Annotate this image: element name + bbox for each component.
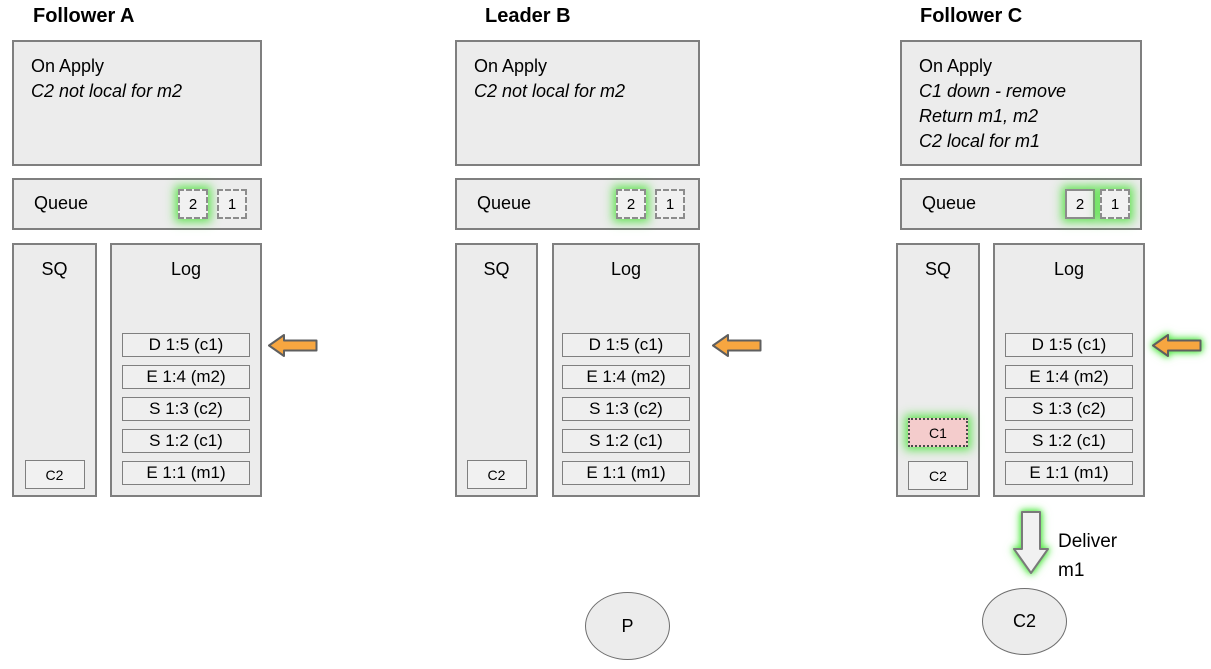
- consumer-node-c2: C2: [982, 588, 1067, 655]
- log-entry: E 1:1 (m1): [1005, 461, 1133, 485]
- sq-box: SQ C2: [455, 243, 538, 497]
- deliver-label-line1: Deliver: [1058, 531, 1118, 552]
- log-entry: S 1:3 (c2): [1005, 397, 1133, 421]
- sq-box: SQ C2: [12, 243, 97, 497]
- sq-label: SQ: [483, 259, 510, 279]
- log-box: Log D 1:5 (c1) E 1:4 (m2) S 1:3 (c2) S 1…: [552, 243, 700, 497]
- sq-item-c2: C2: [24, 460, 85, 489]
- queue-item-2: 2: [178, 189, 208, 219]
- queue-label: Queue: [34, 193, 89, 213]
- queue-item-1: 1: [655, 189, 685, 219]
- node-follower-a: Follower A On Apply C2 not local for m2 …: [12, 0, 262, 669]
- log-label: Log: [1053, 259, 1085, 279]
- apply-arrow-left-icon: [268, 334, 318, 357]
- queue-box: Queue 2 1: [900, 178, 1142, 230]
- process-node-label: P: [621, 615, 634, 636]
- queue-item-1: 1: [217, 189, 247, 219]
- consumer-node-label: C2: [1012, 611, 1036, 631]
- deliver-label: Deliver m1: [1058, 527, 1117, 585]
- queue-label: Queue: [477, 193, 532, 213]
- queue-item-2: 2: [1065, 189, 1095, 219]
- log-entry: E 1:1 (m1): [562, 461, 690, 485]
- apply-arrow-left-icon: [1152, 334, 1202, 357]
- log-entries: D 1:5 (c1) E 1:4 (m2) S 1:3 (c2) S 1:2 (…: [112, 333, 260, 485]
- on-apply-box: On Apply C2 not local for m2: [455, 40, 700, 166]
- sq-box: SQ C1 C2: [896, 243, 980, 497]
- log-entries: D 1:5 (c1) E 1:4 (m2) S 1:3 (c2) S 1:2 (…: [554, 333, 698, 485]
- log-entry: E 1:4 (m2): [1005, 365, 1133, 389]
- on-apply-label: On Apply: [31, 56, 105, 76]
- node-leader-b: Leader B On Apply C2 not local for m2 Qu…: [455, 0, 700, 669]
- on-apply-note: C1 down - remove: [919, 81, 1067, 101]
- on-apply-label: On Apply: [474, 56, 548, 76]
- sq-label: SQ: [924, 259, 951, 279]
- node-title: Follower C: [920, 5, 1023, 27]
- node-title: Leader B: [485, 5, 571, 27]
- log-entry: E 1:1 (m1): [122, 461, 250, 485]
- log-entry: S 1:3 (c2): [122, 397, 250, 421]
- log-entries: D 1:5 (c1) E 1:4 (m2) S 1:3 (c2) S 1:2 (…: [995, 333, 1143, 485]
- on-apply-note: C2 not local for m2: [31, 81, 183, 101]
- log-entry: D 1:5 (c1): [122, 333, 250, 357]
- log-entry: E 1:4 (m2): [562, 365, 690, 389]
- log-label: Log: [610, 259, 642, 279]
- queue-box: Queue 2 1: [455, 178, 700, 230]
- on-apply-note: C2 local for m1: [919, 131, 1041, 151]
- on-apply-label: On Apply: [919, 56, 993, 76]
- sq-label: SQ: [41, 259, 68, 279]
- on-apply-note: C2 not local for m2: [474, 81, 626, 101]
- sq-item-c1-removed: C1: [908, 418, 968, 447]
- sq-item-c2: C2: [908, 461, 968, 490]
- sq-item-c2: C2: [466, 460, 527, 489]
- log-label: Log: [170, 259, 202, 279]
- queue-label: Queue: [922, 193, 977, 213]
- node-title: Follower A: [33, 5, 135, 27]
- deliver-arrow-down-icon: [1013, 511, 1049, 574]
- queue-item-1: 1: [1100, 189, 1130, 219]
- process-node-p: P: [585, 592, 670, 660]
- on-apply-box: On Apply C1 down - remove Return m1, m2 …: [900, 40, 1142, 166]
- on-apply-note: Return m1, m2: [919, 106, 1039, 126]
- log-entry: S 1:2 (c1): [1005, 429, 1133, 453]
- log-entry: S 1:3 (c2): [562, 397, 690, 421]
- node-follower-c: Follower C On Apply C1 down - remove Ret…: [896, 0, 1145, 669]
- on-apply-box: On Apply C2 not local for m2: [12, 40, 262, 166]
- apply-arrow-left-icon: [712, 334, 762, 357]
- log-entry: S 1:2 (c1): [122, 429, 250, 453]
- queue-box: Queue 2 1: [12, 178, 262, 230]
- log-entry: S 1:2 (c1): [562, 429, 690, 453]
- log-entry: D 1:5 (c1): [562, 333, 690, 357]
- log-entry: E 1:4 (m2): [122, 365, 250, 389]
- log-box: Log D 1:5 (c1) E 1:4 (m2) S 1:3 (c2) S 1…: [110, 243, 262, 497]
- queue-item-2: 2: [616, 189, 646, 219]
- deliver-label-line2: m1: [1058, 560, 1085, 581]
- log-box: Log D 1:5 (c1) E 1:4 (m2) S 1:3 (c2) S 1…: [993, 243, 1145, 497]
- log-entry: D 1:5 (c1): [1005, 333, 1133, 357]
